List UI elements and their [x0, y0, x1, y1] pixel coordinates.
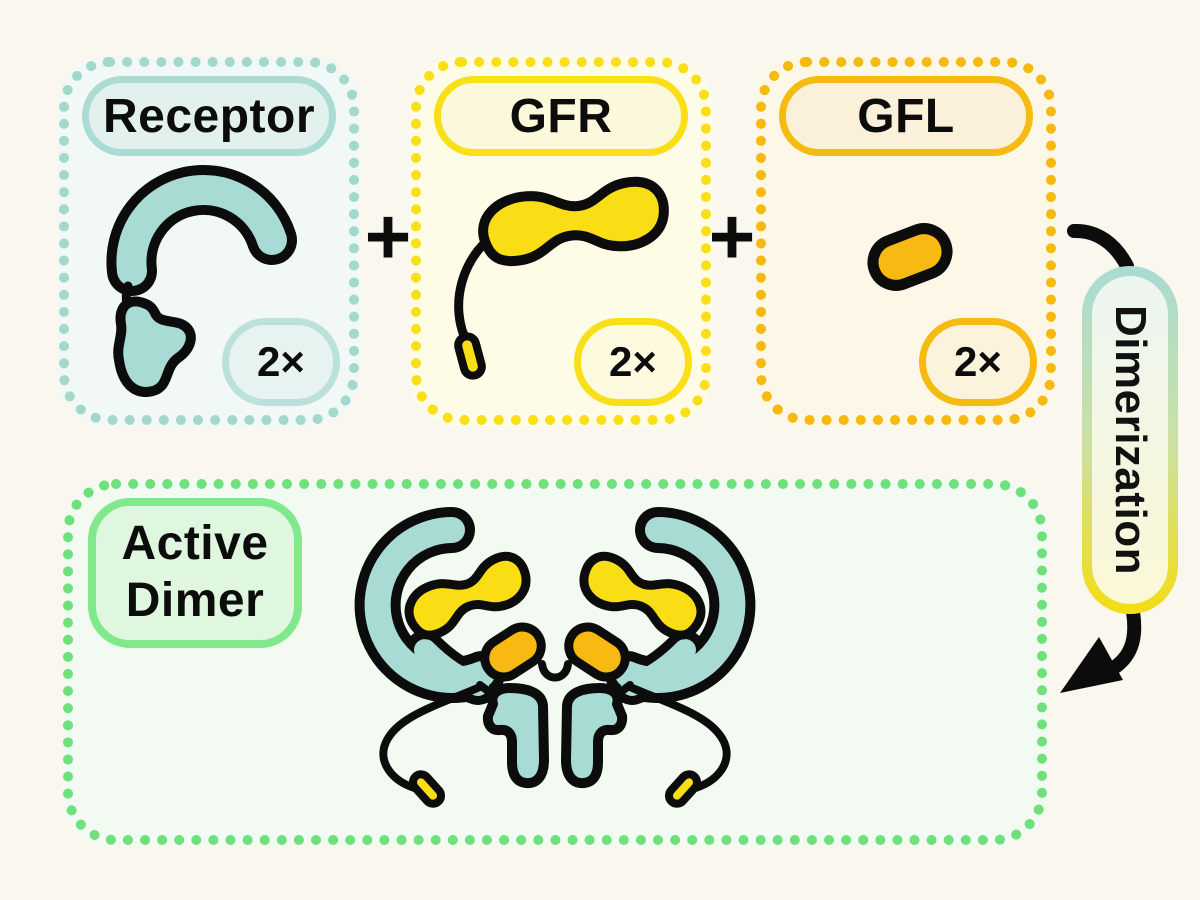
dimer-intracellular-boot: [482, 683, 549, 789]
receptor-intracellular-blob: [113, 296, 196, 397]
gfl-box: GFL 2×: [755, 56, 1057, 426]
gfl-capsule-icon: [867, 223, 953, 291]
gfr-peanut: [478, 175, 668, 268]
active-dimer-label-line1: Active: [121, 517, 269, 571]
active-dimer-label: Active Dimer: [88, 498, 302, 648]
gfr-box: GFR 2×: [410, 56, 712, 426]
gfr-label: GFR: [434, 76, 688, 156]
gfl-count-text: 2×: [954, 338, 1002, 385]
dimer-receptor-arm-fill: [414, 639, 489, 696]
gfl-box-dotted-border: [756, 57, 1056, 425]
dimerization-process-pill: Dimerization: [1082, 266, 1178, 614]
gfl-label-text: GFL: [857, 89, 955, 143]
receptor-count-badge: 2×: [222, 318, 340, 406]
dimer-center-connector: [538, 660, 572, 682]
receptor-label: Receptor: [82, 76, 336, 156]
dimer-half-right: [561, 530, 732, 807]
dimerization-label: Dimerization: [1106, 304, 1156, 576]
gfl-label: GFL: [779, 76, 1033, 156]
receptor-box-dotted-border: [59, 57, 359, 425]
plus-operator: +: [708, 192, 756, 281]
gfr-peanut-tether-icon: [454, 56, 712, 380]
dimerization-pill-inner: Dimerization: [1092, 276, 1168, 604]
arrow-curve-top: [1067, 224, 1134, 273]
receptor-crescent-fill: [116, 174, 287, 286]
dimer-gfr-peanut: [401, 548, 534, 643]
receptor-icon: [106, 164, 297, 397]
receptor-box: Receptor 2×: [58, 56, 360, 426]
gfr-count-text: 2×: [609, 338, 657, 385]
dimer-tether: [379, 683, 484, 793]
gfr-label-text: GFR: [509, 89, 613, 143]
dimer-gpi-anchor: [408, 770, 446, 808]
gfr-gpi-anchor: [454, 332, 486, 380]
gfl-ligand-capsule: [867, 223, 953, 291]
dimer-half-left: [354, 507, 549, 808]
gfr-box-dotted-border: [411, 57, 711, 425]
gfr-count-badge: 2×: [574, 318, 692, 406]
receptor-label-text: Receptor: [102, 89, 316, 143]
active-dimer-complex-icon: [354, 507, 780, 822]
dimer-gfl-capsule: [480, 622, 546, 682]
plus-operator: +: [364, 192, 412, 281]
active-dimer-box-dotted-border: [63, 479, 1047, 845]
arrowhead: [1060, 637, 1123, 693]
gfl-count-badge: 2×: [919, 318, 1037, 406]
receptor-count-text: 2×: [257, 338, 305, 385]
active-dimer-box: Active Dimer: [62, 478, 1048, 846]
active-dimer-label-line2: Dimer: [125, 574, 265, 627]
